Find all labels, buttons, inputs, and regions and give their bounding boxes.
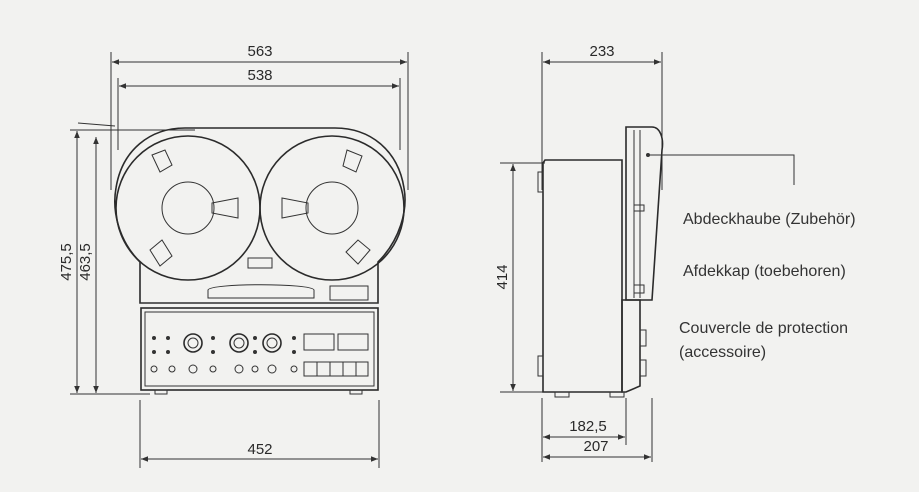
label-cover-nl: Afdekkap (toebehoren) [683,263,846,280]
right-reel [259,135,405,281]
front-view: 563 538 475,5 463,5 452 [58,43,409,468]
dim-front-width-outer: 563 [247,43,272,60]
dim-base-width: 452 [247,441,272,458]
dim-front-height-inner: 463,5 [77,243,94,281]
control-panel [140,307,379,391]
dim-side-height: 414 [494,264,511,289]
label-cover-de: Abdeckhaube (Zubehör) [683,211,856,228]
label-cover-fr-line2: (accessoire) [679,344,766,361]
side-body [542,159,623,393]
left-reel [115,135,261,281]
dim-front-width-inner: 538 [247,67,272,84]
side-view: 233 414 182,5 207 Abdeckhaube (Zubehör) … [494,43,856,462]
head-block [247,257,273,269]
dim-side-base-outer: 207 [583,438,608,455]
counter-window [329,285,369,301]
side-front-panel [621,299,641,393]
dim-side-base-inner: 182,5 [569,418,607,435]
dim-side-depth: 233 [589,43,614,60]
head-cover [207,284,315,299]
label-cover-fr-line1: Couvercle de protection [679,320,848,337]
dust-cover [625,126,795,301]
dim-front-height-outer: 475,5 [58,243,75,281]
